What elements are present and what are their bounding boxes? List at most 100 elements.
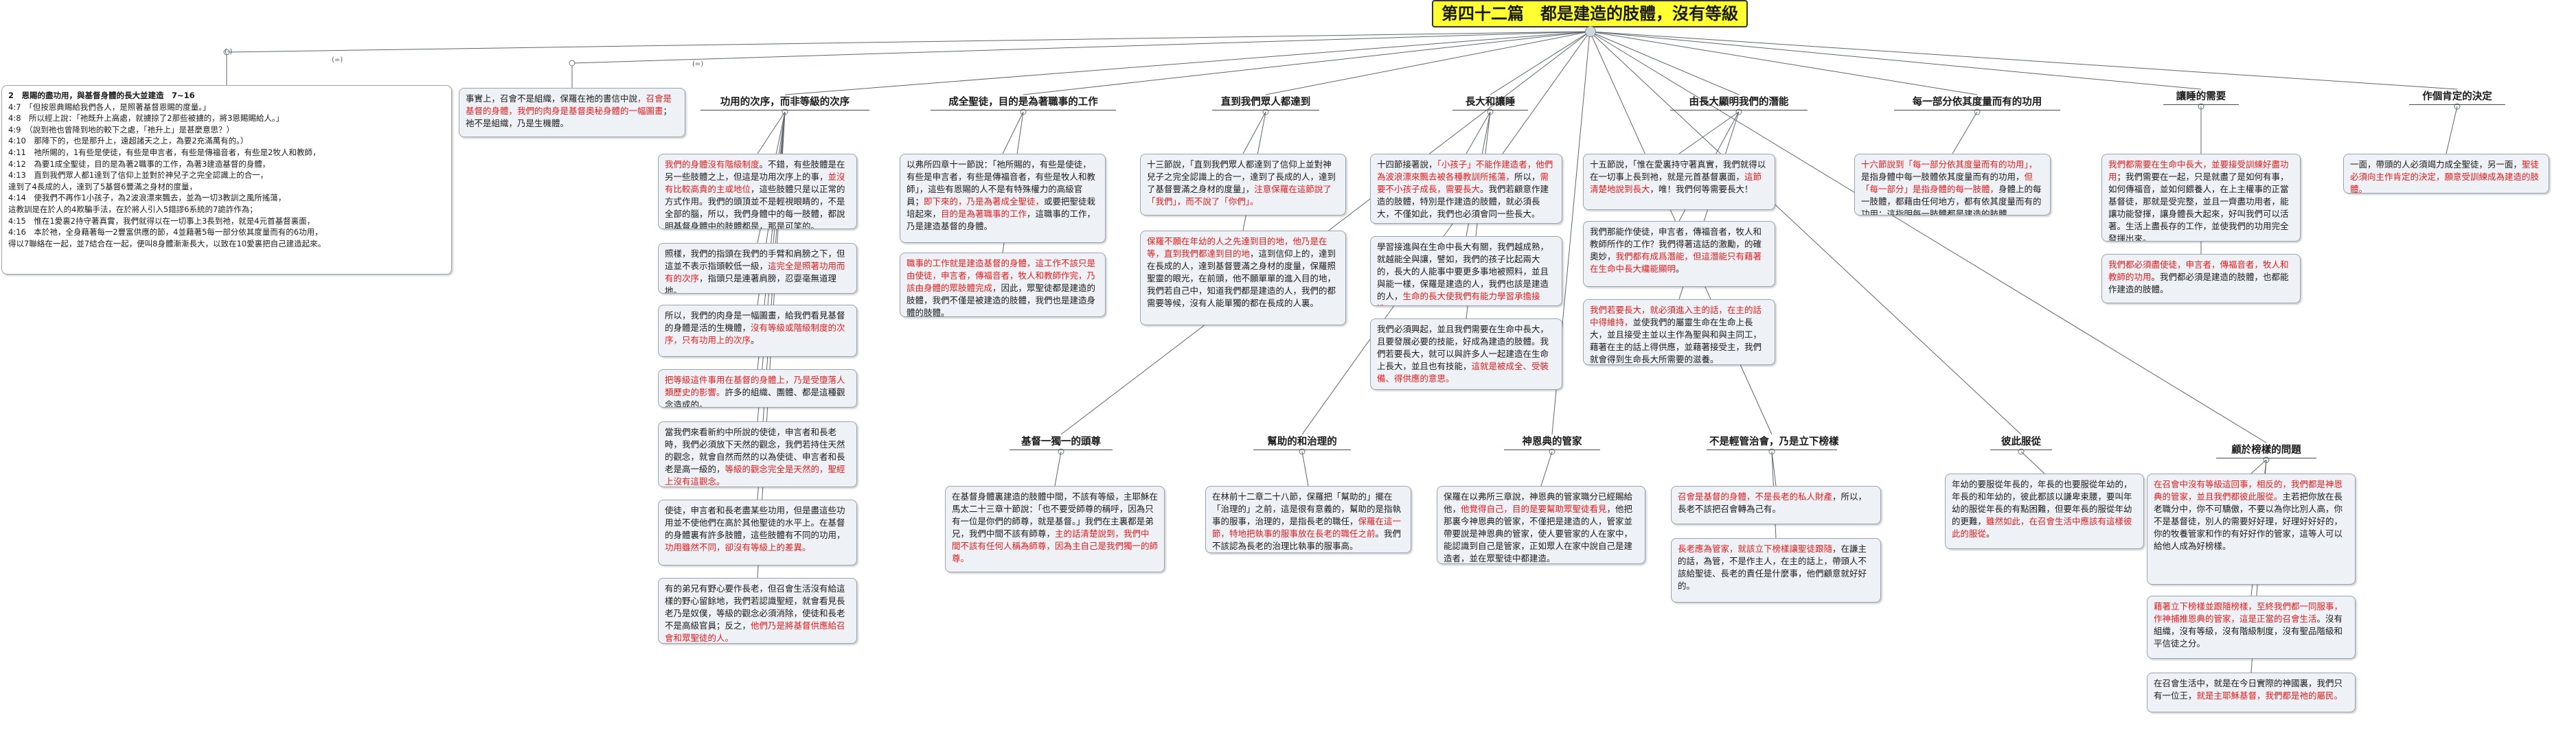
highlighted-text: 保羅在這一節，特地把執事的服事放在長老的職任之前 — [1212, 516, 1402, 539]
body-text: ，因此，眾聖徒都是建造的肢體，我們不僅是被建造的肢體，我們也是建造身體的肢體。 — [907, 283, 1096, 317]
content-node-c5b[interactable]: 我們那能作使徒，申言者，傳福音者，牧人和教師所作的工作？我們得著這話的激勵，的確… — [1583, 221, 1775, 287]
topic-node-14[interactable]: 顧於榜樣的問題 — [2216, 443, 2316, 458]
highlighted-text: 在召會中沒有等級這回事，相反的，我們都是神恩典的管家，並且我們都彼此服從。 — [2154, 479, 2343, 502]
topic-node-5[interactable]: 由長大顯明我們的潛能 — [1670, 95, 1808, 110]
highlighted-text: 這節清楚地說到長大 — [1590, 172, 1762, 194]
highlighted-text: 雖然如此，在召會生活中應該有這樣彼此的服從 — [1952, 516, 2132, 539]
body-text: 我們必須興起，並且我們需要在生命中長大，且要發展必要的技能，好成為建造的肢體。我… — [1377, 324, 1549, 371]
topic-node-10[interactable]: 幫助的和治理的 — [1253, 434, 1351, 450]
topic-connector — [1589, 31, 1978, 95]
content-node-c4c[interactable]: 我們必須興起，並且我們需要在生命中長大，且要發展必要的技能，好成為建造的肢體。我… — [1370, 318, 1562, 390]
topic-node-6[interactable]: 每一部分依其度量而有的功用 — [1894, 95, 2060, 110]
topic-node-1[interactable]: 功用的次序，而非等級的次序 — [700, 95, 869, 110]
content-node-c1b[interactable]: 照樣，我們的指頭在我們的手臂和肩膀之下，但這並不表示指頭較低一級，這完全是照著功… — [658, 243, 857, 294]
highlighted-text: 功用雖然不同，卻沒有等級上的差異。 — [665, 542, 811, 552]
topic-node-12[interactable]: 不是輕管治會，乃是立下榜樣 — [1707, 434, 1839, 450]
highlighted-text: 需要不小孩子成長，需要長大 — [1377, 172, 1549, 194]
outline-verse-line: 4:13 直到我們眾人都1達到了信仰上並對於神兒子之完全認識上的合一， — [8, 170, 269, 180]
outline-verses-node[interactable]: 2 恩賜的盡功用，與基督身體的長大並建造 7~16 4:7 「但按恩典賜給我們各… — [1, 85, 452, 275]
highlighted-text: 我們都需要在生命中長大，並要接受訓練好盡功用 — [2108, 159, 2289, 182]
content-node-c9a[interactable]: 在基督身體裏建造的肢體中間，不該有等級，主耶穌在馬太二十三章十節說：「也不要受師… — [945, 486, 1165, 572]
content-node-c2b[interactable]: 職事的工作就是建造基督的身體，這工作不該只是由使徒，申言者，傳福音者，牧人和教師… — [900, 253, 1106, 317]
body-text: 事實上，召會不是組織，保羅在祂的書信中說 — [466, 93, 638, 104]
content-node-c4a[interactable]: 十四節接著說，「小孩子」不能作建造者，他們為波浪漂來飄去被各種教訓所搖蕩，所以，… — [1370, 154, 1562, 224]
topic-connector — [1589, 31, 1740, 95]
content-node-c14b[interactable]: 藉著立下榜樣並跟隨榜樣，至終我們都一同服事，作神捕推恩典的管家，這是正當的召會生… — [2147, 596, 2356, 659]
content-node-c12a[interactable]: 召會是基督的身體，不是長老的私人財產，所以，長老不該把召會轉為己有。 — [1671, 486, 1881, 524]
content-node-c1g[interactable]: 有的弟兄有野心要作長老，但召會生活沒有給這樣的野心留餘地，我們若認識聖經，就會看… — [658, 578, 857, 644]
content-node-c10a[interactable]: 在林前十二章二十八節，保羅把「幫助的」擺在「治理的」之前，這是很有意義的，幫助的… — [1205, 486, 1411, 553]
body-text: ，唯！我們何等需要長大！ — [1650, 184, 1753, 194]
topic-connector — [1265, 31, 1591, 95]
content-node-c4b[interactable]: 學習接進與在生命中長大有關，我們越成熟，就越能全與讓，譬如，我們的孩子比起兩大的… — [1370, 236, 1562, 306]
content-node-intro[interactable]: 事實上，召會不是組織，保羅在祂的書信中說，召會是基督的身體，我們的肉身是基督奧秘… — [459, 88, 685, 137]
content-node-c7a[interactable]: 我們都需要在生命中長大，並要接受訓練好盡功用；我們需要在一起，只是就盡了是如何有… — [2101, 154, 2301, 242]
child-connector — [2020, 451, 2045, 474]
content-node-c2a[interactable]: 以弗所四章十一節說：「祂所賜的，有些是使徒，有些是申言者，有些是傳福音者，有些是… — [900, 154, 1106, 243]
body-text: 照樣，我們的指頭在我們的手臂和肩膀之下，但這並不表示指頭較低一級， — [665, 248, 845, 271]
body-text: 十三節說，「直到我們眾人都達到了信仰上並對神兒子之完全認識上的合一，達到了長成的… — [1147, 159, 1336, 194]
child-connector — [1054, 451, 1062, 487]
body-text: 或要把聖徒栽培起來， — [907, 196, 1096, 219]
body-text: 。我們若顧意作建造的肢體，特別是作建造的肢體，就必須長大，不僅如此，我們也必須會… — [1377, 184, 1549, 219]
topic-node-3[interactable]: 直到我們眾人都達到 — [1212, 95, 1319, 110]
body-text: 年幼的要服從年長的，年長的也要服從年幼的，年長的和年幼的，彼此都該以謙卑束腰，要… — [1952, 479, 2132, 526]
content-node-c12b[interactable]: 長老應為管家，就該立下榜樣讓聖徒跟隨，在謙主的話，為管，不是作主人，在主的話上，… — [1671, 538, 1881, 603]
topic-node-4[interactable]: 長大和讓睡 — [1452, 95, 1528, 110]
content-node-c14a[interactable]: 在召會中沒有等級這回事，相反的，我們都是神恩典的管家，並且我們都彼此服從。主若把… — [2147, 474, 2356, 585]
content-node-c3b[interactable]: 保羅不願在年幼的人之先達到目的地，他乃是在等，直到我們都達到目的地，這到信仰上的… — [1140, 231, 1346, 325]
content-node-c3a[interactable]: 十三節說，「直到我們眾人都達到了信仰上並對神兒子之完全認識上的合一，達到了長成的… — [1140, 154, 1346, 215]
outline-verse-line: 4:14 使我們不再作1小孩子，為2波浪漂來飄去，並為一切3教訓之風所搖蕩， — [8, 193, 286, 203]
child-connector — [757, 111, 786, 154]
body-text: 一面，帶頭的人必須竭力成全聖徒，另一面， — [2350, 159, 2522, 170]
child-connector — [1002, 111, 1024, 154]
highlighted-text: 召會是基督的身體，不是長老的私人財產 — [1678, 491, 1833, 502]
topic-node-7[interactable]: 讓睡的需要 — [2163, 89, 2239, 105]
outline-verse-line: 4:8 所以經上說：「祂既升上高處，就擄掠了2那些被擄的，將3恩賜賜給人。」 — [8, 113, 284, 124]
content-node-c6a[interactable]: 十六節說到「每一部分依其度量而有的功用」，是指身體中每一肢體依其度量而有的功用，… — [1854, 154, 2051, 215]
content-node-c11a[interactable]: 保羅在以弗所三章說，神恩典的管家職分已經賜給他，他覺得自己，目的是要幫助眾聖徒看… — [1437, 486, 1645, 564]
content-node-c1c[interactable]: 所以，我們的肉身是一幅圖畫，給我們看見基督的身體是活的生機體，沒有等級或階級制度… — [658, 305, 857, 357]
body-text: 我們那能作使徒，申言者，傳福音者，牧人和教師所作的工作？我們得著這話的激勵，的確… — [1590, 226, 1762, 261]
child-connector — [1540, 451, 1553, 487]
topic-connector — [1589, 31, 2458, 90]
body-text: ，指頭只是連著肩膀，忍耍毫無道理地。 — [665, 273, 837, 294]
highlighted-text: 即下來的，乃是為著成全聖徒， — [924, 196, 1045, 207]
topic-node-11[interactable]: 神恩典的管家 — [1504, 434, 1600, 450]
topic-node-2[interactable]: 成全聖徒，目的是為著職事的工作 — [931, 95, 1116, 110]
body-text: ，這些肢體只是以正常的方式作用。我們的頭頂並不是輕視眼睛的，不是全部的腦，所以，… — [665, 184, 845, 229]
content-node-c8a[interactable]: 一面，帶頭的人必須竭力成全聖徒，另一面，聖徒必須向主作肯定的決定，願意受訓練成為… — [2343, 154, 2549, 194]
highlighted-text: 聖徒必須向主作肯定的決定，願意受訓練成為建造的肢體。 — [2350, 159, 2540, 194]
outline-verse-line: 這教訓是在於人的4欺騙手法，在於將人引入5錯謬6系統的7詭詐作為； — [8, 204, 258, 214]
highlighted-text: 他們乃是將基督供應給召會和眾聖徒的人。 — [665, 620, 845, 643]
body-text: 有的弟兄有野心要作長老，但召會生活沒有給這樣的野心留餘地，我們若認識聖經，就會看… — [665, 583, 845, 631]
highlighted-text: 藉著立下榜樣並跟隨榜樣，至終我們都一同服事，作神捕推恩典的管家，這是正當的召會生… — [2154, 601, 2343, 624]
content-node-c14c[interactable]: 在召會生活中，就是在今日實際的神國裏，我們只有一位王，就是主耶穌基督，我們都是祂… — [2147, 673, 2356, 712]
body-text: ，所以，長老不該把召會轉為己有。 — [1678, 491, 1867, 514]
content-node-c5c[interactable]: 我們若要長大，就必須進入主的話，在主的話中得維持，並使我們的屬靈生命在生命上長大… — [1583, 299, 1775, 365]
body-text: 當我們來看新約中所說的使徒，申言者和長老時，我們必須放下天然的觀念，我們若持住天… — [665, 427, 845, 474]
topic-node-9[interactable]: 基督一獨一的頭尊 — [1010, 434, 1113, 450]
content-node-c1e[interactable]: 當我們來看新約中所說的使徒，申言者和長老時，我們必須放下天然的觀念，我們若持住天… — [658, 421, 857, 487]
highlighted-text: 生命的長大使我們有能力學習承擔接進。 — [1377, 291, 1540, 305]
content-node-c1f[interactable]: 使徒，申言者和長老盡某些功用，但是盡這些功用並不使他們在高於其他聖徒的水平上。在… — [658, 500, 857, 566]
content-node-c1a[interactable]: 我們的身體沒有階級制度。不錯，有些肢體是在另一些肢體之上，但這是功用次序上的事，… — [658, 154, 857, 229]
body-text: 。 — [751, 335, 760, 345]
topic-node-8[interactable]: 作個肯定的決定 — [2409, 89, 2505, 105]
topic-node-13[interactable]: 彼此服從 — [1990, 434, 2052, 450]
content-node-c13a[interactable]: 年幼的要服從年長的，年長的也要服從年幼的，年長的和年幼的，彼此都該以謙卑束腰，要… — [1945, 474, 2144, 549]
content-node-c5a[interactable]: 十五節說，「惟在愛裏持守著真實，我們就得以在一切事上長到祂，就是元首基督裏面，這… — [1583, 154, 1775, 210]
highlighted-text: 把等級這件事用在基督的身體上，乃是受墮落人類歷史的影響。 — [665, 375, 845, 397]
body-text: 主若把你放在長老職分中，你不可驕傲，不要以為你比別人高，你不是基督徒，別人的需要… — [2154, 491, 2343, 551]
connector-line — [571, 31, 1591, 64]
mindmap-root-title[interactable]: 第四十二篇 都是建造的肢體，沒有等級 — [1432, 0, 1748, 27]
body-text: 是指身體中每一肢體依其度量而有的功用， — [1861, 172, 2025, 182]
content-node-c1d[interactable]: 把等級這件事用在基督的身體上，乃是受墮落人類歷史的影響。許多的組織、團體、都是這… — [658, 369, 857, 408]
collapse-handle[interactable] — [569, 60, 575, 67]
body-text: ，他把那裏今神恩典的管家，不僅把是建造的人，管家並帶要說是神恩典的管家，使人要管… — [1444, 504, 1633, 563]
highlighted-text: ，召會是基督的身體，我們的肉身是基督奧秘身體的一幅圖畫 — [466, 93, 672, 116]
content-node-c7b[interactable]: 我們都必須盡使徒，申言者，傳福音者，牧人和教師的功用。我們都必須是建造的肢體，也… — [2101, 254, 2301, 303]
body-text: ，這職事的工作，乃是建造基督的身體。 — [907, 209, 1096, 231]
root-collapse-handle[interactable] — [1585, 26, 1596, 37]
child-connector — [1678, 111, 1740, 154]
